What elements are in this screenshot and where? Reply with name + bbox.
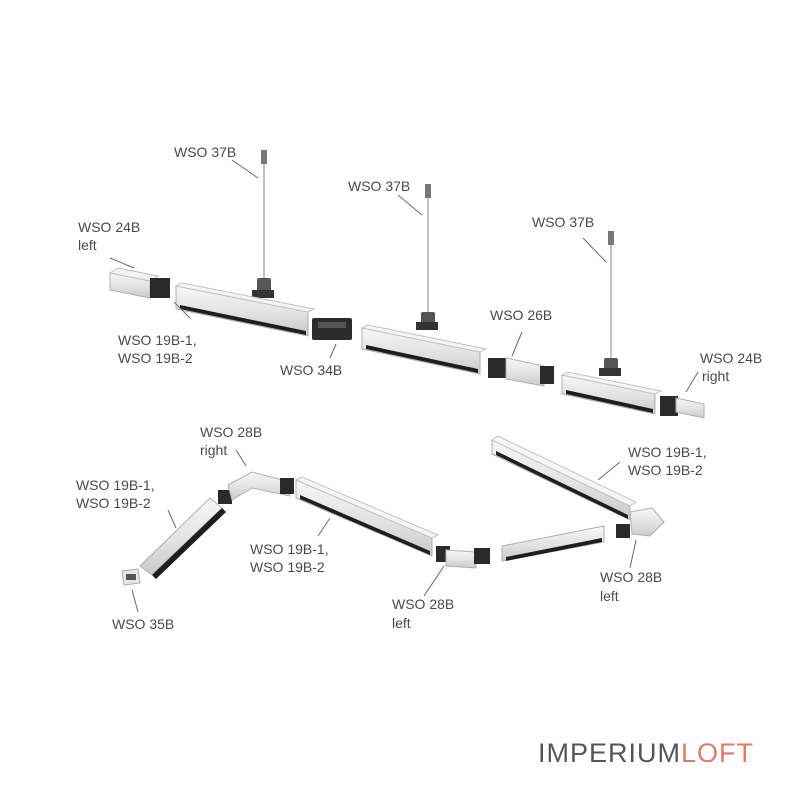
- label-corner-left-right: WSO 28B: [600, 569, 662, 585]
- label-corner-left-mid-side: left: [392, 615, 411, 631]
- label-suspension-1: WSO 37B: [174, 144, 236, 160]
- rail-top-2: [360, 324, 488, 375]
- label-end-cap-left: WSO 24B: [78, 219, 140, 235]
- suspension-kit-3: [599, 231, 621, 376]
- label-end-cap-right: WSO 24B: [700, 350, 762, 366]
- label-end-cap-right-side: right: [702, 368, 729, 384]
- corner-28b-left-mid: [436, 546, 490, 569]
- rail-middle-diagonal: [294, 476, 440, 557]
- corner-28b-right: [218, 471, 294, 504]
- brand-logo-part2: LOFT: [681, 738, 754, 768]
- suspension-kit-2: [416, 184, 438, 330]
- label-end-cap-35b: WSO 35B: [112, 616, 174, 632]
- label-rail-upright-line1: WSO 19B-1,: [628, 444, 707, 460]
- label-corner-right-side: right: [200, 442, 227, 458]
- leader-lines: [109, 159, 699, 613]
- rail-top-1: [174, 282, 316, 337]
- brand-logo: IMPERIUMLOFT: [538, 738, 754, 768]
- label-rail-mid-line2: WSO 19B-2: [250, 559, 325, 575]
- corner-28b-left-right: [616, 507, 665, 538]
- label-end-cap-left-side: left: [78, 237, 97, 253]
- suspension-kit-1: [252, 150, 274, 298]
- label-rail-upright-line2: WSO 19B-2: [628, 462, 703, 478]
- label-suspension-2: WSO 37B: [348, 178, 410, 194]
- label-rail-left-line1: WSO 19B-1,: [76, 477, 155, 493]
- connector-34b: [312, 318, 352, 340]
- label-rail-top-line2: WSO 19B-2: [118, 350, 193, 366]
- label-suspension-3: WSO 37B: [532, 214, 594, 230]
- rail-upper-right: [490, 435, 638, 521]
- label-corner-left-mid: WSO 28B: [392, 596, 454, 612]
- feed-26b: [488, 357, 554, 387]
- end-cap-right: [660, 396, 705, 419]
- label-rail-left-line2: WSO 19B-2: [76, 495, 151, 511]
- label-corner-right: WSO 28B: [200, 424, 262, 440]
- rail-top-3: [560, 371, 663, 415]
- rail-left-diagonal: [139, 497, 226, 579]
- end-cap-left: [108, 267, 170, 299]
- label-feed-26b: WSO 26B: [490, 307, 552, 323]
- label-rail-top-line1: WSO 19B-1,: [118, 332, 197, 348]
- label-connector-34b: WSO 34B: [280, 362, 342, 378]
- end-cap-35b: [121, 568, 141, 586]
- label-corner-left-right-side: left: [600, 588, 619, 604]
- brand-logo-part1: IMPERIUM: [538, 738, 681, 768]
- rail-lower-right: [501, 525, 605, 562]
- label-rail-mid-line1: WSO 19B-1,: [250, 541, 329, 557]
